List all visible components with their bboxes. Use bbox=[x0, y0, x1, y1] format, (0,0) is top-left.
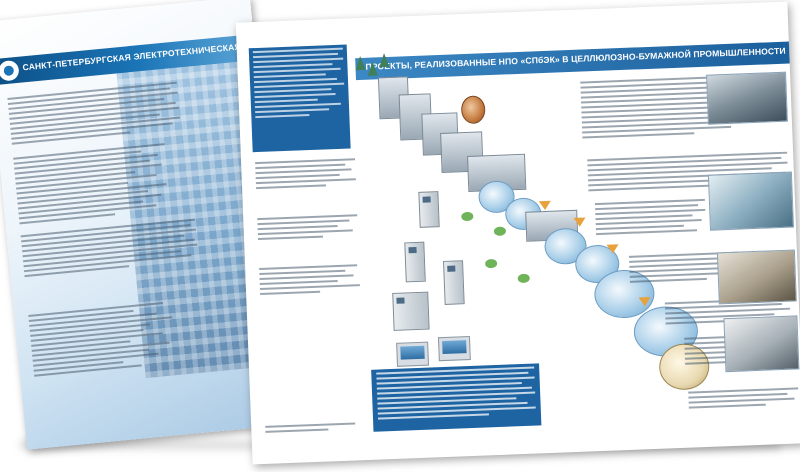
arrow-down-icon bbox=[638, 297, 651, 307]
arrow-down-icon bbox=[538, 200, 552, 211]
control-cabinet bbox=[392, 291, 430, 331]
control-cabinet bbox=[443, 260, 465, 305]
operator-monitor-icon bbox=[396, 341, 430, 367]
control-module-icon bbox=[484, 258, 498, 269]
tree-icon bbox=[355, 55, 366, 71]
factory-photo bbox=[716, 249, 797, 305]
left-column-text bbox=[255, 158, 356, 192]
operator-monitor-icon bbox=[437, 335, 471, 362]
control-cabinet bbox=[418, 191, 440, 228]
left-column-text bbox=[259, 264, 360, 298]
intro-blue-box bbox=[248, 44, 351, 153]
factory-photo bbox=[707, 171, 794, 231]
footer-text bbox=[265, 422, 356, 435]
control-module-icon bbox=[493, 226, 507, 236]
control-cabinet bbox=[404, 241, 426, 283]
project-description bbox=[688, 387, 799, 411]
paper-machine-illustration bbox=[236, 2, 788, 391]
control-module-icon bbox=[461, 211, 474, 222]
left-column-text bbox=[257, 214, 358, 243]
tree-icon bbox=[378, 52, 390, 68]
project-description bbox=[594, 198, 706, 238]
brochure-right-page: ПРОЕКТЫ, РЕАЛИЗОВАННЫЕ НПО «СПбЭК» В ЦЕЛ… bbox=[235, 1, 800, 465]
tree-icon bbox=[367, 61, 378, 76]
control-module-icon bbox=[517, 273, 530, 284]
summary-blue-box bbox=[371, 363, 542, 432]
factory-photo bbox=[706, 71, 788, 125]
arrow-down-icon bbox=[606, 244, 619, 254]
arrow-down-icon bbox=[573, 217, 586, 227]
factory-photo bbox=[723, 315, 800, 373]
